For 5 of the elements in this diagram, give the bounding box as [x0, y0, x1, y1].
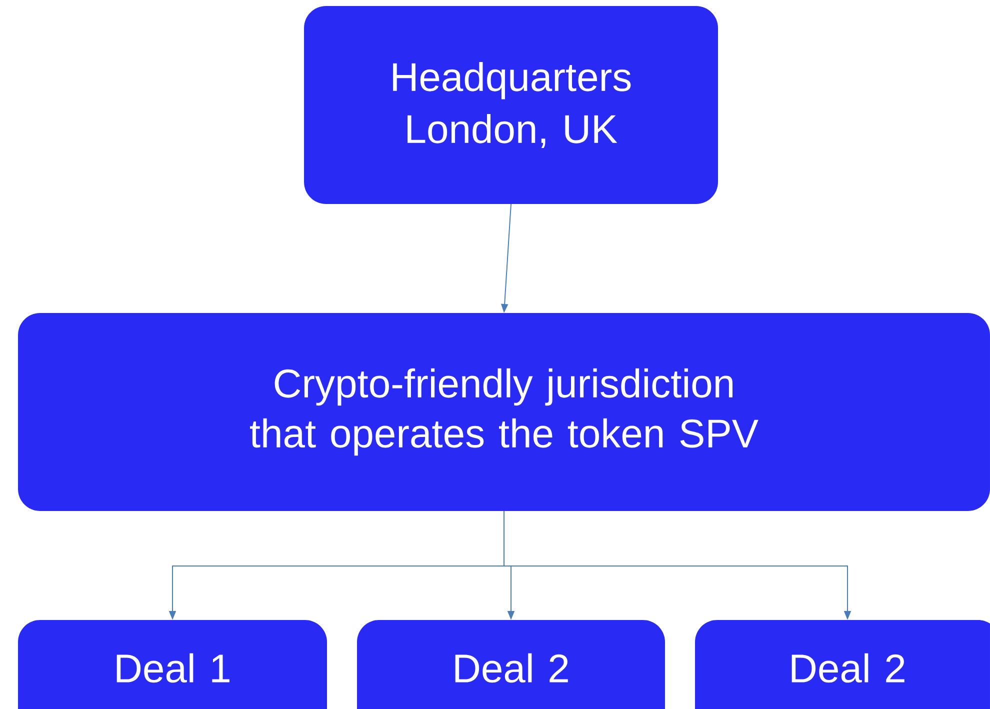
- process-box: Deal 2: [695, 620, 990, 709]
- process-box: Crypto-friendly jurisdiction that operates the token SPV: [18, 312, 990, 511]
- process-box: Headquarters London, UK: [304, 6, 718, 204]
- process-box: Deal 2: [357, 620, 665, 709]
- process-box: Deal 1: [18, 620, 327, 709]
